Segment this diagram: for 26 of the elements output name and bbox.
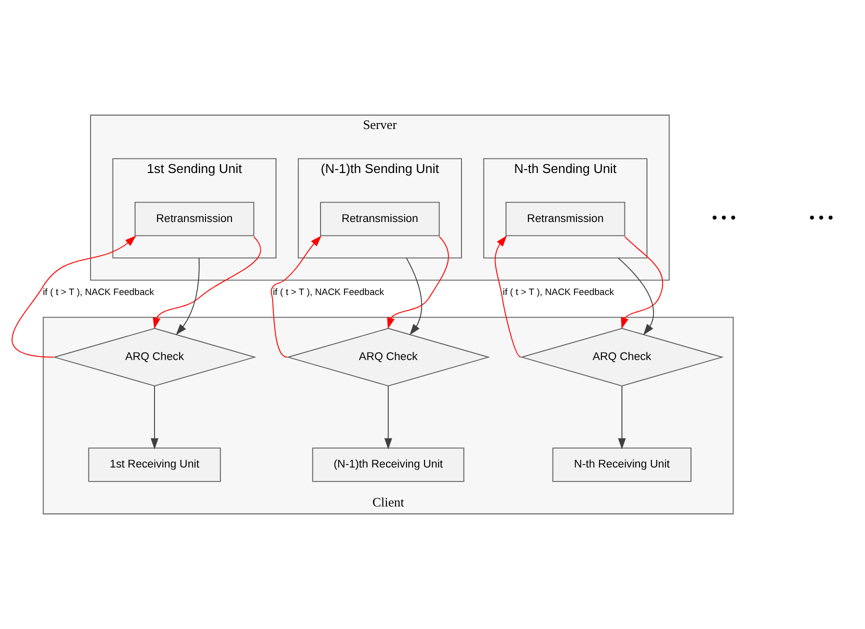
node-diamond: ARQ Check [520,328,724,386]
arrow [176,257,200,336]
edge-label: if ( t > T ), NACK Feedback [502,287,614,298]
node-box: Retransmission [134,202,254,236]
arrow [620,236,664,329]
label: • • • [712,210,736,227]
arrow [618,385,626,450]
arrow [150,385,158,450]
arrow [12,236,136,358]
arrow [152,236,262,329]
arrow [494,236,522,358]
node-diamond: ARQ Check [52,328,256,386]
edge-label: if ( t > T ), NACK Feedback [272,287,384,298]
arrow [387,236,449,329]
node-diamond: ARQ Check [286,328,490,386]
node-box: 1st Receiving Unit [88,448,221,482]
label: • • • [809,210,834,227]
arrow [384,385,392,450]
node-box: N-th Receiving Unit [552,448,692,482]
node-box: (N-1)th Receiving Unit [312,448,464,482]
node-box: Retransmission [506,202,626,236]
arrow [406,257,422,336]
arrow [270,236,322,358]
edge-label: if ( t > T ), NACK Feedback [42,287,154,298]
arrow [618,257,654,336]
node-box: Retransmission [320,202,440,236]
